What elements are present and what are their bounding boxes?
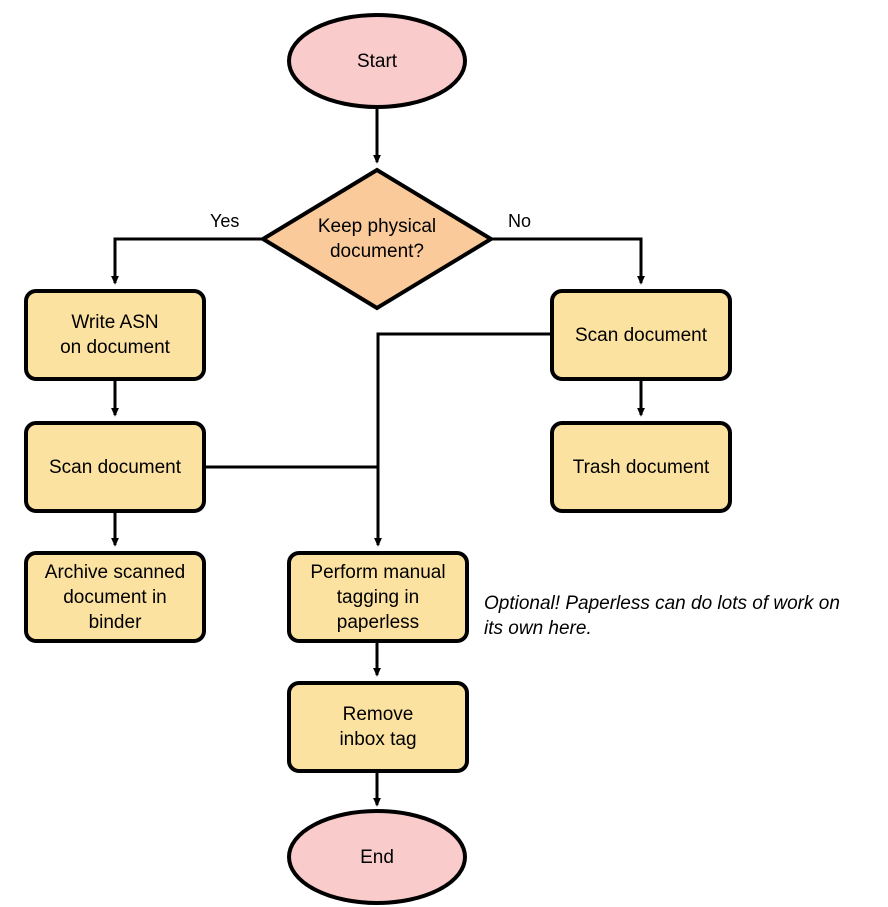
node-remove-inbox-shape[interactable] <box>287 681 469 773</box>
node-scan-right-shape[interactable] <box>550 289 732 381</box>
node-archive-shape[interactable] <box>24 551 206 643</box>
node-tagging-shape[interactable] <box>287 551 469 643</box>
node-scan-left-shape[interactable] <box>24 421 206 513</box>
node-decision-shape[interactable] <box>259 167 495 311</box>
edge-decision-no-to-scan-right <box>491 237 645 285</box>
edge-decision-yes-to-write-asn <box>111 237 263 285</box>
edge-scan-right-to-tagging <box>374 332 552 547</box>
edge-label-no: No <box>508 211 532 231</box>
node-start-shape[interactable] <box>287 13 467 109</box>
edge-label-yes: Yes <box>210 211 240 231</box>
node-end-shape[interactable] <box>287 809 467 905</box>
optional-note: Optional! Paperless can do lots of work … <box>484 593 840 639</box>
node-trash-shape[interactable] <box>550 421 732 513</box>
node-write-asn-shape[interactable] <box>24 289 206 381</box>
